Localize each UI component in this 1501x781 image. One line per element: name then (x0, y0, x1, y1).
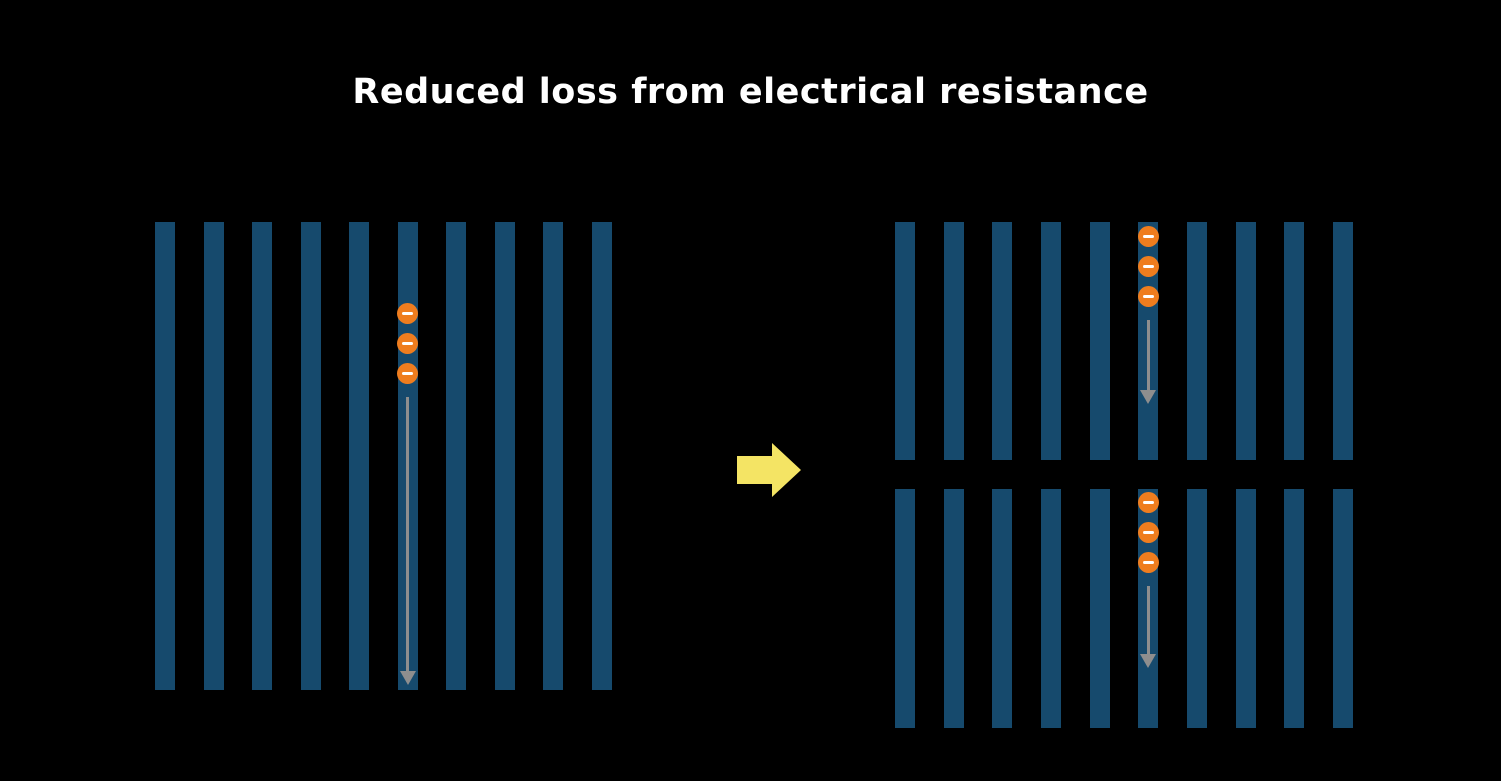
electron-icon (1137, 286, 1159, 307)
cell-bar (543, 222, 564, 690)
cell-bar (943, 489, 964, 728)
cell-bar (895, 489, 915, 728)
flow-arrow-head (399, 671, 416, 685)
cell-bar (992, 222, 1013, 460)
minus-sign (402, 312, 414, 315)
cell-bar (155, 222, 175, 690)
minus-sign (1142, 235, 1154, 238)
full-cell-panel (155, 222, 612, 690)
flow-arrow-shaft (1146, 320, 1150, 390)
electron-icon (397, 303, 419, 324)
electron-icon (1137, 522, 1159, 543)
flow-arrow-head (1140, 390, 1157, 404)
minus-sign (1142, 561, 1154, 564)
cell-bar (1040, 222, 1061, 460)
cell-bar (446, 222, 467, 690)
electron-icon (1137, 492, 1159, 513)
cell-bar (1284, 222, 1305, 460)
minus-sign (402, 372, 414, 375)
electron-icon (1137, 256, 1159, 277)
cell-bar (300, 222, 321, 690)
cell-bar (203, 222, 224, 690)
cell-bar (1235, 489, 1256, 728)
cell-bar (943, 222, 964, 460)
cell-bar (1235, 222, 1256, 460)
cell-bar (895, 222, 915, 460)
flow-arrow-shaft (406, 397, 410, 671)
minus-sign (1142, 531, 1154, 534)
cell-bar (1089, 222, 1110, 460)
electron-icon (1137, 552, 1159, 573)
diagram-title: Reduced loss from electrical resistance (352, 72, 1149, 112)
half-cell-top-panel (895, 222, 1353, 460)
minus-sign (1142, 295, 1154, 298)
half-cell-bottom-panel (895, 489, 1353, 728)
cell-bar (1332, 489, 1353, 728)
cell-bar (349, 222, 370, 690)
cell-bar (252, 222, 273, 690)
cell-bar (494, 222, 515, 690)
electron-icon (397, 363, 419, 384)
flow-arrow-head (1140, 654, 1157, 668)
flow-arrow-shaft (1146, 586, 1150, 654)
cell-bar (1089, 489, 1110, 728)
cell-bar (1186, 489, 1207, 728)
cell-bar (1186, 222, 1207, 460)
minus-sign (402, 342, 414, 345)
cell-bar (1040, 489, 1061, 728)
minus-sign (1142, 501, 1154, 504)
electron-icon (397, 333, 419, 354)
electron-icon (1137, 226, 1159, 247)
cell-bar (1332, 222, 1353, 460)
cell-bar (591, 222, 612, 690)
cell-bar (992, 489, 1013, 728)
transition-right-arrow-icon (737, 443, 801, 497)
cell-bar (1284, 489, 1305, 728)
right-arrow-shape (737, 443, 801, 497)
minus-sign (1142, 265, 1154, 268)
